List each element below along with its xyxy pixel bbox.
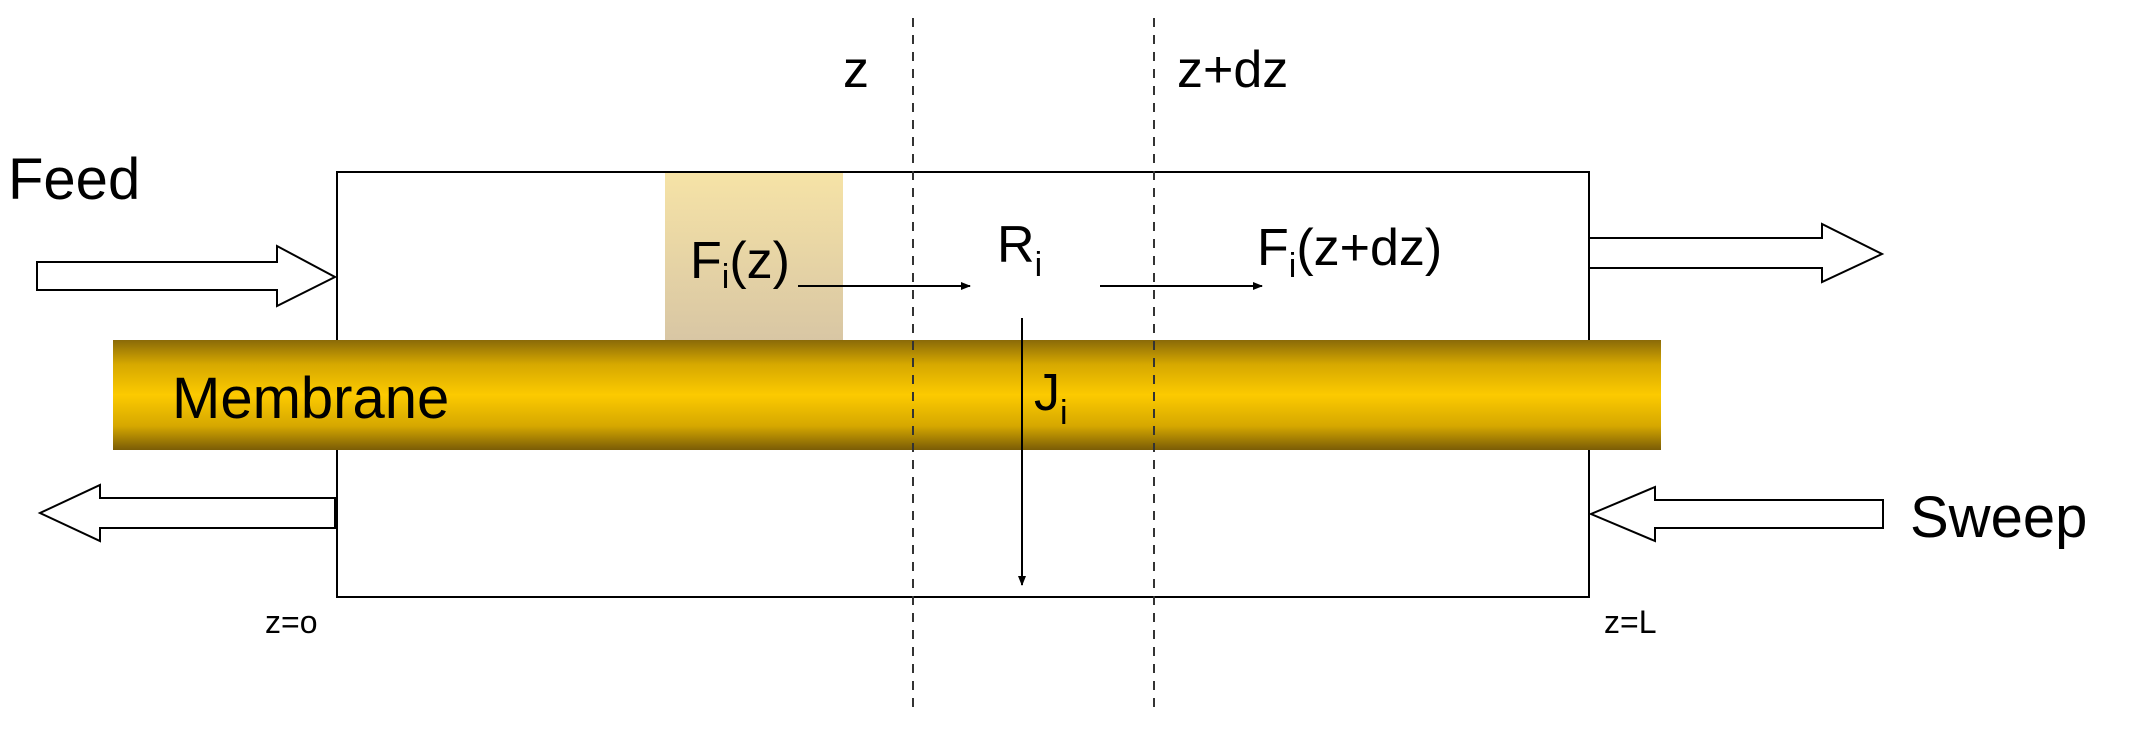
retentate-outlet-arrow (1588, 222, 1885, 284)
feed-inlet-arrow (36, 244, 338, 308)
flux-label: Ji (1034, 364, 1068, 432)
z-length-label: z=L (1604, 604, 1656, 640)
z-label: z (843, 41, 869, 99)
z-zero-label: z=o (265, 604, 317, 640)
membrane-band (113, 340, 1661, 450)
flow-out-label: Fi(z+dz) (1257, 219, 1442, 285)
feed-label: Feed (8, 147, 140, 212)
sweep-label: Sweep (1910, 485, 2087, 550)
permeate-outlet-arrow (37, 483, 336, 543)
z-plus-dz-label: z+dz (1177, 41, 1288, 99)
membrane-label: Membrane (172, 366, 449, 431)
control-volume-highlight (665, 172, 843, 342)
flow-in-label: Fi(z) (690, 232, 790, 296)
sweep-inlet-arrow (1588, 485, 1884, 543)
reaction-label: Ri (997, 216, 1042, 284)
